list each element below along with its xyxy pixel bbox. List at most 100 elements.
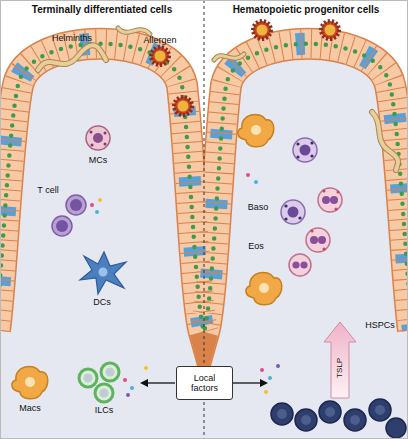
macrophage-nucleus bbox=[259, 283, 269, 293]
ilc-body bbox=[79, 369, 97, 387]
hspc-body bbox=[319, 401, 341, 423]
cytokine-dot bbox=[144, 366, 148, 370]
worm bbox=[118, 28, 150, 34]
granule bbox=[91, 144, 94, 147]
macrophage bbox=[12, 366, 48, 398]
box-text: Local factors bbox=[179, 373, 230, 393]
cytokine-dot bbox=[264, 390, 268, 394]
eosinophil-lobe bbox=[310, 236, 318, 244]
granule bbox=[310, 154, 313, 157]
hspc-body bbox=[369, 399, 391, 421]
eosinophil-lobe bbox=[300, 261, 307, 268]
arrow-head bbox=[260, 379, 268, 387]
dendritic-cell-nucleus bbox=[99, 268, 108, 277]
ilc-nucleus bbox=[84, 374, 93, 383]
cytokine-dot bbox=[260, 368, 264, 372]
granule bbox=[335, 208, 338, 211]
granule bbox=[296, 155, 299, 158]
eosinophil-body bbox=[306, 228, 330, 252]
worm-outline bbox=[118, 28, 150, 34]
mast-cell-nucleus bbox=[93, 133, 103, 143]
hspc-nucleus bbox=[350, 415, 360, 425]
worm-outline bbox=[214, 54, 244, 60]
hspc-body bbox=[386, 418, 406, 438]
granule bbox=[311, 230, 314, 233]
cytokine-dot bbox=[98, 198, 102, 202]
cytokine-dot bbox=[246, 173, 250, 177]
cell-label: Eos bbox=[248, 241, 264, 251]
macrophage-nucleus bbox=[251, 125, 261, 135]
macrophage-nucleus bbox=[25, 377, 35, 387]
ilc-body bbox=[95, 384, 113, 402]
allergen-core bbox=[257, 25, 268, 36]
macrophages bbox=[12, 114, 282, 398]
dendritic-cell bbox=[80, 252, 126, 294]
cytokine-dot bbox=[130, 386, 134, 390]
cell-label: DCs bbox=[93, 297, 111, 307]
hspc-nucleus bbox=[277, 409, 287, 419]
t-cell-nucleus bbox=[56, 220, 68, 232]
panel-heading: Terminally differentiated cells bbox=[32, 5, 172, 15]
tslp-arrow bbox=[324, 322, 356, 398]
allergen-label: Allergen bbox=[143, 35, 176, 45]
cytokine-dot bbox=[268, 376, 272, 380]
granule bbox=[310, 141, 313, 144]
cell-label: ILCs bbox=[95, 405, 114, 415]
cell-label: Baso bbox=[248, 202, 269, 212]
eosinophil-lobe bbox=[330, 196, 338, 204]
helminths bbox=[38, 28, 398, 170]
panel-heading: Hematopoietic progenitor cells bbox=[233, 5, 380, 15]
dendritic-cell-body bbox=[80, 252, 126, 294]
granule bbox=[296, 142, 299, 145]
basophil-body bbox=[281, 200, 305, 224]
t-cells bbox=[52, 195, 86, 236]
hspc-nucleus bbox=[325, 407, 335, 417]
cytokine-dot bbox=[90, 203, 94, 207]
hspc-body bbox=[295, 409, 317, 431]
worm-outline bbox=[372, 112, 398, 170]
allergen-core bbox=[178, 101, 189, 112]
allergen bbox=[253, 21, 271, 39]
basophil-nucleus bbox=[300, 145, 311, 156]
worm bbox=[38, 45, 106, 70]
granule bbox=[284, 217, 287, 220]
eosinophil-body bbox=[289, 254, 311, 276]
arrow-shaft bbox=[233, 382, 262, 383]
cytokine-dot bbox=[123, 378, 127, 382]
worm bbox=[214, 54, 244, 60]
basophil-nucleus bbox=[288, 207, 299, 218]
basophils bbox=[281, 138, 317, 224]
ilc-nucleus bbox=[100, 389, 109, 398]
allergen bbox=[174, 97, 192, 115]
macrophage bbox=[238, 114, 274, 146]
hspc-nucleus bbox=[301, 415, 311, 425]
granule bbox=[90, 131, 93, 134]
eosinophil-lobe bbox=[322, 196, 330, 204]
factor-box: Local factors bbox=[176, 366, 233, 400]
granule bbox=[337, 191, 340, 194]
cell-label: HSPCs bbox=[365, 320, 395, 330]
allergen bbox=[151, 47, 169, 65]
hspcs bbox=[271, 399, 406, 438]
ilc-body bbox=[101, 363, 119, 381]
ilc-nucleus bbox=[106, 368, 115, 377]
granule bbox=[104, 143, 107, 146]
granule bbox=[323, 190, 326, 193]
cell-label: Macs bbox=[19, 403, 41, 413]
eosinophils bbox=[289, 188, 342, 276]
ilcs bbox=[79, 363, 119, 402]
granule bbox=[323, 248, 326, 251]
macrophage bbox=[246, 272, 282, 304]
eosinophil-lobe bbox=[318, 236, 326, 244]
mast-cell bbox=[86, 126, 110, 150]
worm-outline bbox=[38, 45, 106, 70]
allergen-core bbox=[325, 25, 336, 36]
cytokine-dot bbox=[254, 180, 258, 184]
allergen bbox=[321, 21, 339, 39]
hspc-body bbox=[271, 403, 293, 425]
mast-cell-body bbox=[86, 126, 110, 150]
t-cell-body bbox=[66, 195, 86, 215]
helminth-label: Helminths bbox=[52, 33, 92, 43]
